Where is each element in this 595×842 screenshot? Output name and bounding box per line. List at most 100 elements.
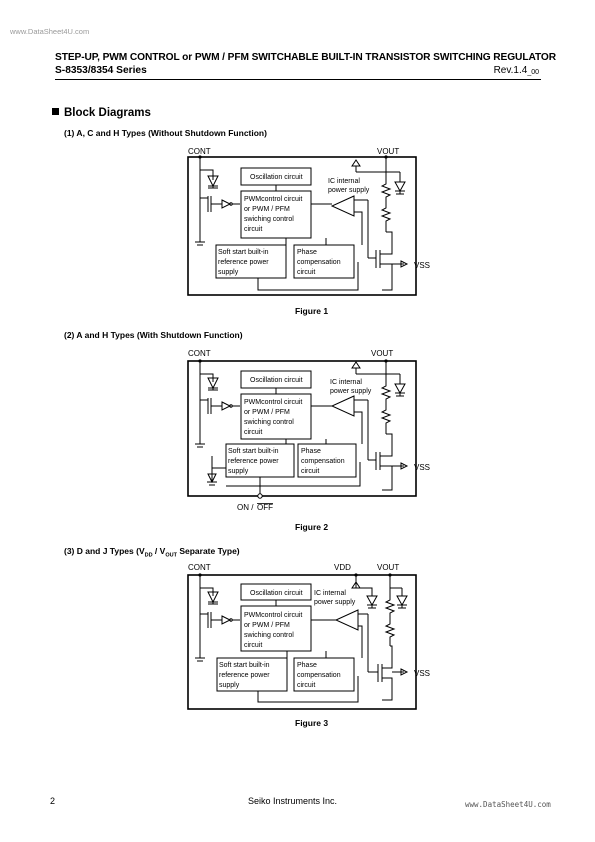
figure-3-cont-diode [200,587,219,605]
figure-3-ic-supply-line-2: power supply [314,599,356,606]
figure-1-phase-line-2: compensation [297,259,341,266]
figure-3-pwm-line-4: circuit [244,642,262,649]
figure-2-softstart-line-1: Soft start built-in [228,448,279,455]
figure-3-oscillation-label: Oscillation circuit [250,590,303,597]
figure-3-error-amplifier [334,609,359,631]
figure-1-cont-diode [200,169,219,189]
figure-3-output-transistor [377,645,393,701]
figure-2-shutdown-circuit [207,456,226,486]
figure-2-amp-wiring [311,399,368,444]
figure-3-vout-label: VOUT [377,563,399,572]
figure-3-gate-drive [367,614,378,673]
figure-3-frame [187,574,417,710]
figure-1-cont-switch [200,196,222,212]
figure-2-pwm-line-4: circuit [244,429,262,436]
figure-3-divider-resistors [384,596,396,646]
figure-1-ic-supply-line-1: IC internal [328,178,360,185]
figure-2-phase-line-2: compensation [301,458,345,465]
figure-1-driver-buffer [221,199,240,209]
figure-2-vout-rail [351,361,400,382]
figure-2-vss-label: VSS [414,463,430,472]
figure-2-cont-diode [200,373,219,391]
figure-3-cont-rail [195,575,205,662]
figure-2-cont-switch [200,398,222,414]
figure-3-subtitle-part-1: (3) D and J Types (V [64,546,145,556]
figure-1-caption: Figure 1 [295,306,329,316]
figure-2-gate-drive [367,400,376,461]
figure-3-phase-block [293,657,355,692]
figure-2-cont-label: CONT [188,349,211,358]
figure-3-amp-wiring [311,613,368,658]
revision-number: Rev.1.4 [493,65,528,76]
figure-3-pwm-line-3: swiching control [244,632,294,639]
figure-3-softstart-block [216,657,288,692]
figure-1-frame [187,156,417,296]
figure-3-pwm-line-2: or PWM / PFM [244,622,290,629]
figure-3-subtitle: (3) D and J Types (VDD / VOUT Separate T… [64,546,240,559]
figure-1-pwm-line-3: swiching control [244,216,294,223]
figure-1-vout-rail [351,157,400,180]
figure-1-feedback-path [257,262,359,291]
figure-1-output-transistor [375,231,393,291]
figure-2-output-transistor [375,433,393,491]
figure-3-feedback-path [257,676,359,703]
figure-1-softstart-line-3: supply [218,269,239,276]
figure-1-phase-line-1: Phase [297,249,317,256]
figure-2-ic-supply-line-2: power supply [330,388,372,395]
figure-3-subtitle-part-3: Separate Type) [176,546,240,556]
watermark-top: www.DataSheet4U.com [10,27,90,36]
figure-1-subtitle: (1) A, C and H Types (Without Shutdown F… [64,128,267,138]
figure-1-oscillation-label: Oscillation circuit [250,174,303,181]
figure-3-phase-line-1: Phase [297,662,317,669]
figure-1-block-links [275,185,327,245]
square-bullet-icon [52,108,59,115]
figure-2-softstart-line-2: reference power [228,458,279,465]
figure-2-pwm-line-1: PWMcontrol circuit [244,399,302,406]
figure-2-vss-arrow [392,462,409,470]
figure-3-subtitle-vdd: DD [144,552,153,559]
figure-2-onoff-pin [257,493,263,499]
figure-1-phase-line-3: circuit [297,269,315,276]
figure-3-vss-arrow [392,668,409,676]
figure-2-phase-block [297,443,357,478]
figure-1-amp-wiring [311,199,368,245]
figure-1-vout-diode [394,172,406,195]
figure-3-subtitle-part-2: / V [152,546,166,556]
header-rule [55,79,541,80]
footer-company: Seiko Instruments Inc. [248,796,338,806]
figure-1-vout-label: VOUT [377,147,399,156]
figure-1-ic-supply-line-2: power supply [328,187,370,194]
figure-2-ic-supply-line-1: IC internal [330,379,362,386]
figure-1-divider-resistors [380,180,392,232]
figure-1-cont-label: CONT [188,147,211,156]
document-title: STEP-UP, PWM CONTROL or PWM / PFM SWITCH… [55,52,556,63]
figure-1-cont-rail [195,157,205,246]
figure-1-vss-label: VSS [414,261,430,270]
figure-2-onoff-wire [226,485,261,496]
figure-2-divider-resistors [380,382,392,434]
figure-2-pwm-line-3: swiching control [244,419,294,426]
figure-3-vss-label: VSS [414,669,430,678]
figure-3-softstart-line-3: supply [219,682,240,689]
figure-2-phase-line-3: circuit [301,468,319,475]
figure-1-gate-drive [367,200,376,259]
figure-2-driver-buffer [221,401,240,411]
section-heading: Block Diagrams [52,107,151,119]
watermark-bottom: www.DataSheet4U.com [465,800,551,809]
figure-2-softstart-block [225,443,295,478]
figure-3-cont-switch [200,612,222,628]
figure-3-softstart-line-1: Soft start built-in [219,662,270,669]
figure-1-pwm-line-1: PWMcontrol circuit [244,196,302,203]
figure-1-softstart-block [215,244,287,279]
figure-1-softstart-line-1: Soft start built-in [218,249,269,256]
figure-3-softstart-line-2: reference power [219,672,270,679]
figure-2-pwm-block [240,393,312,440]
figure-3-driver-buffer [221,615,240,625]
figure-2-on-label: ON / [237,503,254,512]
figure-2-phase-line-1: Phase [301,448,321,455]
figure-2-pwm-line-2: or PWM / PFM [244,409,290,416]
revision: Rev.1.4_00 [494,65,539,76]
figure-1-softstart-line-2: reference power [218,259,269,266]
